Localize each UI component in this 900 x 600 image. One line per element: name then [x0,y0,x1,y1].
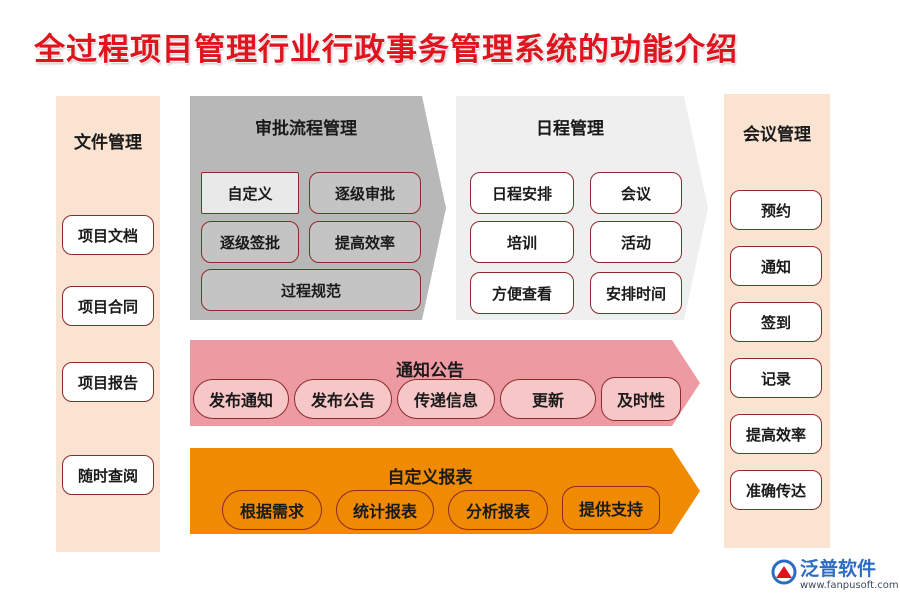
meeting-management-column: 会议管理 预约 通知 签到 记录 提高效率 准确传达 [724,94,830,548]
schedule-item-arrange-time[interactable]: 安排时间 [590,272,682,314]
meeting-item-checkin[interactable]: 签到 [730,302,822,342]
brand-url: www.fanpusoft.com [800,580,899,591]
meeting-item-reserve[interactable]: 预约 [730,190,822,230]
file-item-project-report[interactable]: 项目报告 [62,362,154,402]
report-header: 自定义报表 [387,468,473,488]
brand-name: 泛普软件 [800,558,877,580]
report-item-analysis[interactable]: 分析报表 [448,490,548,530]
schedule-item-easy-view[interactable]: 方便查看 [470,272,574,314]
report-item-support[interactable]: 提供支持 [562,486,660,530]
meeting-management-header: 会议管理 [743,125,811,145]
approval-item-efficiency[interactable]: 提高效率 [309,221,421,263]
notice-item-deliver-info[interactable]: 传递信息 [397,379,495,419]
approval-item-standardize[interactable]: 过程规范 [201,269,421,311]
file-item-project-docs[interactable]: 项目文档 [62,215,154,255]
brand-logo: 泛普软件 www.fanpusoft.com [770,552,899,598]
schedule-item-arrange[interactable]: 日程安排 [470,172,574,214]
meeting-item-record[interactable]: 记录 [730,358,822,398]
schedule-item-training[interactable]: 培训 [470,221,574,263]
file-item-project-contract[interactable]: 项目合同 [62,286,154,326]
schedule-header: 日程管理 [536,119,604,139]
notice-item-publish-notice[interactable]: 发布通知 [193,379,289,419]
schedule-item-activity[interactable]: 活动 [590,221,682,263]
file-management-header: 文件管理 [74,133,142,153]
approval-item-custom[interactable]: 自定义 [201,172,299,214]
file-item-anytime-view[interactable]: 随时查阅 [62,455,154,495]
schedule-panel [456,96,708,320]
meeting-item-efficiency[interactable]: 提高效率 [730,414,822,454]
schedule-item-meeting[interactable]: 会议 [590,172,682,214]
notice-item-timeliness[interactable]: 及时性 [601,377,681,421]
report-item-statistics[interactable]: 统计报表 [336,490,434,530]
notice-header: 通知公告 [396,361,464,381]
file-management-column: 文件管理 项目文档 项目合同 项目报告 随时查阅 [56,96,160,552]
approval-item-step-sign[interactable]: 逐级签批 [201,221,299,263]
meeting-item-notify[interactable]: 通知 [730,246,822,286]
meeting-item-accurate-delivery[interactable]: 准确传达 [730,470,822,510]
notice-item-update[interactable]: 更新 [500,379,596,419]
brand-logo-icon [771,559,797,585]
page-title: 全过程项目管理行业行政事务管理系统的功能介绍 [34,32,738,68]
approval-header: 审批流程管理 [255,119,357,139]
notice-item-publish-announcement[interactable]: 发布公告 [294,379,392,419]
report-item-on-demand[interactable]: 根据需求 [222,490,322,530]
approval-item-step-approval[interactable]: 逐级审批 [309,172,421,214]
